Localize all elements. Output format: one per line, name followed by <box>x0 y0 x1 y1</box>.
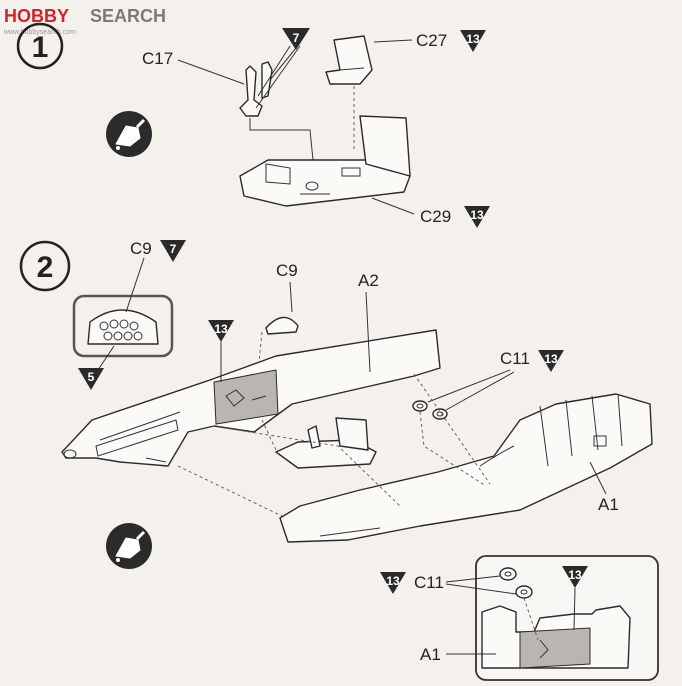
leader-c9-part <box>289 281 293 313</box>
paint-ref-detail-number: 13 <box>568 568 582 582</box>
step-1-number: 1 <box>32 31 49 64</box>
watermark-text-left: HOBBY <box>4 6 69 26</box>
label-c9-part: C9 <box>276 261 298 280</box>
leader-c11-top <box>427 369 515 411</box>
label-c9-panel: C9 <box>130 239 152 258</box>
paint-ref-insert-number: 13 <box>214 322 228 336</box>
label-a2: A2 <box>358 271 379 290</box>
cement-icon <box>106 523 152 569</box>
assembly-guides <box>177 373 491 517</box>
watermark-subtext: www.hobbysearch.com <box>3 29 76 36</box>
decal-ref-number: 5 <box>88 370 95 384</box>
part-c29 <box>239 115 411 207</box>
part-a1 <box>279 393 653 543</box>
part-c27 <box>325 35 373 150</box>
step-2-number: 2 <box>37 251 54 284</box>
leader-a2 <box>365 291 371 373</box>
paint-ref-c29-number: 13 <box>470 208 484 222</box>
leader-a1-right <box>589 461 607 495</box>
leader-c17 <box>177 59 245 85</box>
paint-ref-c11-top-number: 13 <box>544 352 558 366</box>
label-c29: C29 <box>420 207 451 226</box>
paint-ref-c27: 13 <box>460 30 486 52</box>
paint-ref-detail: 13 <box>562 566 588 588</box>
step-2-marker: 2 <box>19 240 71 292</box>
label-c17: C17 <box>142 49 173 68</box>
panel-c9-inset <box>72 294 174 358</box>
watermark: HOBBY SEARCH www.hobbysearch.com <box>3 6 166 36</box>
paint-ref-c27-number: 13 <box>466 32 480 46</box>
leader-c9-panel <box>125 257 145 313</box>
paint-ref-c11-detail: 13 <box>380 572 406 594</box>
a2-cockpit-insert <box>213 369 279 425</box>
label-a1-right: A1 <box>598 495 619 514</box>
detail-box <box>475 555 659 681</box>
part-c11 <box>412 400 448 420</box>
label-a1-detail: A1 <box>420 645 441 664</box>
leader-c17-paint <box>255 45 301 109</box>
paint-ref-c17-number: 7 <box>293 31 300 45</box>
watermark-text-right: SEARCH <box>90 6 166 26</box>
paint-ref-c9-panel-number: 7 <box>170 242 177 256</box>
paint-ref-c17: 7 <box>282 28 310 50</box>
leader-c27 <box>373 39 413 43</box>
paint-ref-c29: 13 <box>464 206 490 228</box>
decal-ref: 5 <box>78 368 104 390</box>
paint-ref-c9-panel: 7 <box>160 240 186 262</box>
label-c11-top: C11 <box>500 349 530 368</box>
cockpit-subassembly <box>275 417 377 469</box>
step-1-marker: 1 <box>16 22 64 70</box>
leader-c29 <box>371 197 415 215</box>
label-c27: C27 <box>416 31 447 50</box>
leader-decal <box>97 345 115 371</box>
paint-ref-c11-top: 13 <box>538 350 564 372</box>
leader-c11-detail <box>445 575 517 595</box>
leader-detail <box>573 587 576 631</box>
cement-icon <box>106 111 152 157</box>
paint-ref-c11-detail-number: 13 <box>386 574 400 588</box>
label-c11-detail: C11 <box>414 573 444 592</box>
paint-ref-insert: 13 <box>208 320 234 342</box>
part-c17 <box>239 61 315 171</box>
